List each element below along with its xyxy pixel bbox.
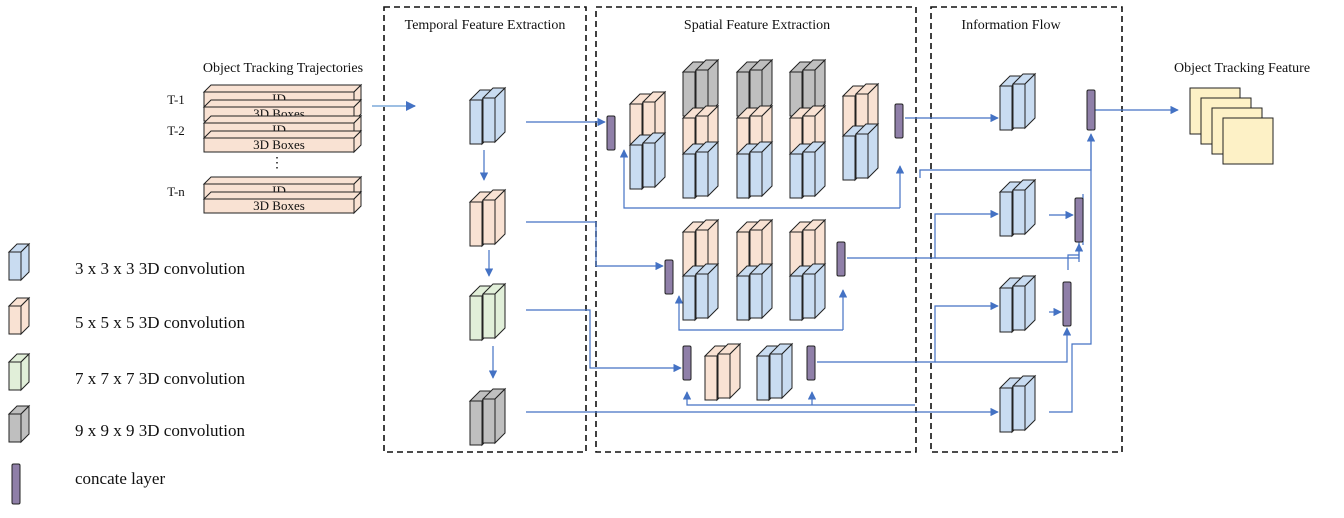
concat-layer	[1086, 89, 1096, 131]
conv-block-3	[628, 131, 667, 191]
conv-block-5	[788, 218, 827, 278]
conv-block-9	[681, 58, 720, 118]
legend-label: 3 x 3 x 3 3D convolution	[75, 259, 245, 278]
legend-swatch-7	[7, 352, 31, 392]
conv-block-3	[681, 140, 720, 200]
conv-block-9	[788, 58, 827, 118]
concat-layer	[606, 115, 616, 151]
trajectory-plate: 3D Boxes	[202, 190, 363, 215]
concat-layer	[682, 345, 692, 381]
spatial-panel	[595, 6, 917, 453]
temporal-panel	[383, 6, 587, 453]
conv-block-3	[735, 140, 774, 200]
connectors	[479, 105, 1179, 417]
conv-block-9	[735, 58, 774, 118]
svg-text:3D Boxes: 3D Boxes	[253, 137, 305, 152]
time-label: T-2	[167, 123, 185, 138]
input-title: Object Tracking Trajectories	[203, 61, 363, 76]
concat-layer	[1074, 197, 1084, 243]
concat-layer	[894, 103, 904, 139]
conv-block-5	[468, 188, 507, 248]
conv-block-3	[788, 262, 827, 322]
svg-text:3D Boxes: 3D Boxes	[253, 198, 305, 213]
legend-concat-swatch	[11, 463, 21, 505]
trajectory-plate: 3D Boxes	[202, 129, 363, 154]
legend-label: 7 x 7 x 7 3D convolution	[75, 369, 245, 388]
time-label: T-n	[167, 184, 185, 199]
conv-block-3	[998, 178, 1037, 238]
conv-block-3	[998, 274, 1037, 334]
conv-block-3	[998, 72, 1037, 132]
output-title: Object Tracking Feature	[1174, 61, 1310, 76]
conv-block-3	[788, 140, 827, 200]
info-flow-title: Information Flow	[961, 18, 1061, 33]
time-label: T-1	[167, 92, 185, 107]
ellipsis-mark: ⋮	[270, 156, 284, 171]
conv-block-3	[681, 262, 720, 322]
legend: 3 x 3 x 3 3D convolution 5 x 5 x 5 3D con…	[7, 242, 245, 505]
concat-layer	[664, 259, 674, 295]
legend-swatch-5	[7, 296, 31, 336]
concat-layer	[1062, 281, 1072, 327]
conv-block-9	[468, 387, 507, 447]
conv-block-3	[735, 262, 774, 322]
legend-swatch-9	[7, 404, 31, 444]
conv-block-3	[468, 86, 507, 146]
conv-block-3	[998, 374, 1037, 434]
output-feature-stack	[1189, 87, 1274, 165]
legend-label: concate layer	[75, 469, 165, 488]
conv-block-7	[468, 282, 507, 342]
info-flow-panel	[930, 6, 1123, 453]
temporal-title: Temporal Feature Extraction	[405, 18, 566, 33]
legend-swatch-3	[7, 242, 31, 282]
concat-layer	[836, 241, 846, 277]
feature-map	[1222, 117, 1274, 165]
spatial-title: Spatial Feature Extraction	[684, 18, 830, 33]
conv-block-3	[841, 122, 880, 182]
conv-block-3	[755, 342, 794, 402]
conv-block-5	[681, 218, 720, 278]
conv-block-5	[703, 342, 742, 402]
legend-label: 5 x 5 x 5 3D convolution	[75, 313, 245, 332]
conv-blocks	[468, 58, 1096, 447]
legend-label: 9 x 9 x 9 3D convolution	[75, 421, 245, 440]
concat-layer	[806, 345, 816, 381]
